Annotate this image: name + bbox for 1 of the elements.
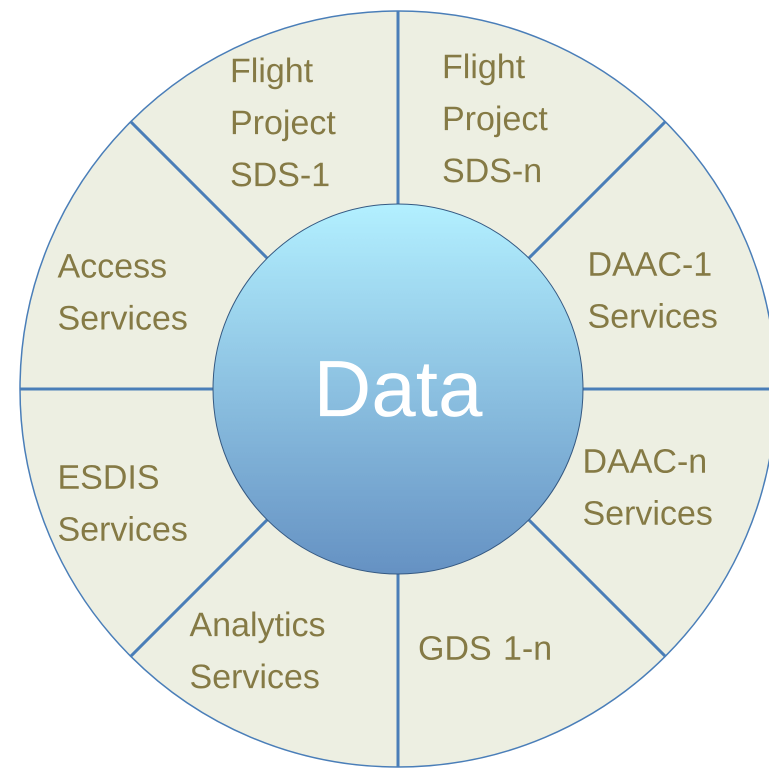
ring-sector: Flight Project SDS-1 (130, 11, 398, 258)
